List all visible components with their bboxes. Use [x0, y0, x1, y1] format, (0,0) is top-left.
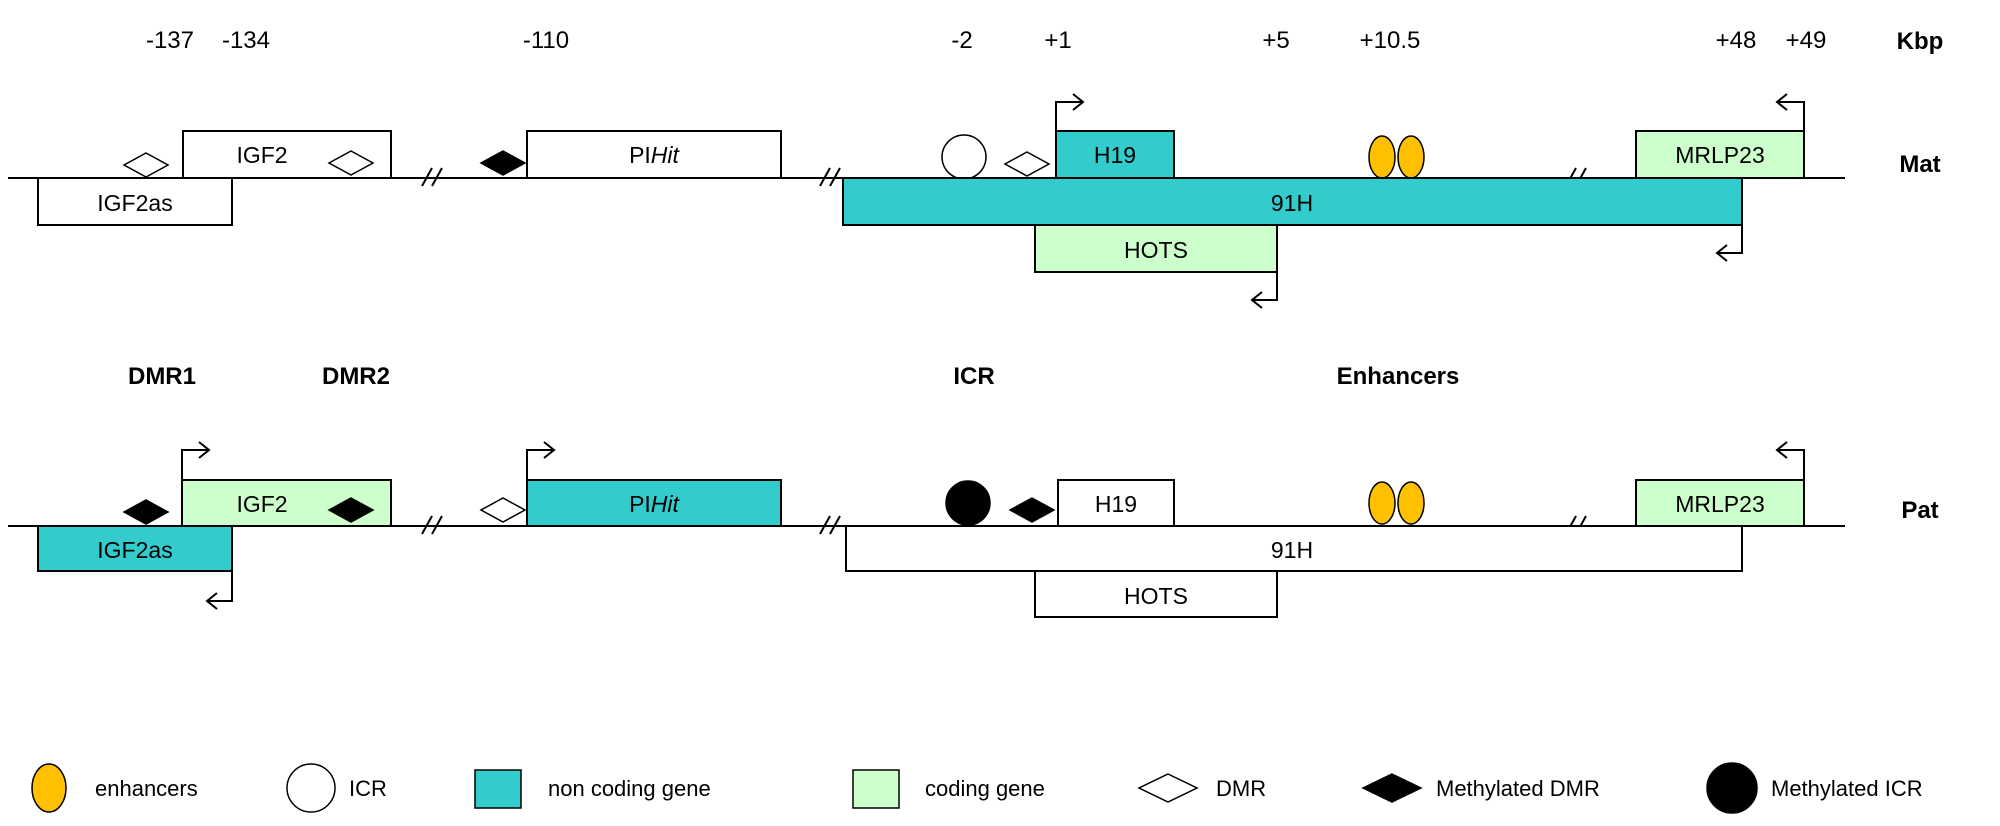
- gene-igf2as: IGF2as: [37, 177, 233, 226]
- gene-pihit: PIHit: [526, 479, 782, 527]
- legend-item-methylated-dmr: Methylated DMR: [1361, 773, 1600, 803]
- tss-arrow-left: [1775, 93, 1805, 131]
- gene-h19: H19: [1057, 479, 1175, 527]
- region-labels: DMR1 DMR2 ICR Enhancers: [128, 363, 1459, 390]
- maternal-row: IGF2 IGF2as PIHit H19: [8, 93, 1941, 309]
- gene-hots: HOTS: [1034, 570, 1278, 618]
- gene-hots-label: HOTS: [1124, 583, 1188, 609]
- methylated-icr-icon: [1706, 762, 1758, 814]
- gene-91h: 91H: [845, 525, 1743, 572]
- unit-label: Kbp: [1897, 28, 1944, 55]
- coord-minus-137: -137: [146, 27, 194, 54]
- legend-item-dmr: DMR: [1137, 773, 1266, 803]
- legend-label-methylated-dmr: Methylated DMR: [1436, 776, 1600, 801]
- methylated-dmr-icon: [1008, 497, 1056, 523]
- gene-mrlp23-label: MRLP23: [1675, 491, 1764, 517]
- break-mark: [819, 515, 841, 535]
- enhancers-pair: [1368, 481, 1425, 525]
- coord-plus-5: +5: [1262, 27, 1289, 54]
- region-enhancers: Enhancers: [1337, 363, 1460, 390]
- legend-label-methylated-icr: Methylated ICR: [1771, 776, 1923, 801]
- enhancer-icon: [1368, 481, 1396, 525]
- tss-arrow-right: [526, 441, 556, 480]
- legend-item-enhancers: enhancers: [31, 763, 198, 813]
- gene-igf2-label: IGF2: [236, 491, 287, 517]
- methylated-dmr-icon: [122, 499, 170, 525]
- gene-pihit: PIHit: [526, 130, 782, 179]
- non-coding-swatch: [474, 769, 522, 809]
- gene-91h-label: 91H: [1271, 537, 1313, 563]
- icr-icon: [941, 134, 987, 180]
- gene-pihit-label: PIHit: [629, 142, 680, 168]
- gene-pihit-label: PIHit: [629, 491, 680, 517]
- methylated-icr-icon: [945, 480, 991, 526]
- dmr-icon: [122, 152, 170, 178]
- region-dmr2: DMR2: [322, 363, 390, 390]
- methylated-dmr-icon: [479, 150, 527, 176]
- enhancer-icon: [31, 763, 67, 813]
- gene-hots: HOTS: [1034, 224, 1278, 273]
- gene-igf2as-label: IGF2as: [97, 537, 172, 563]
- enhancer-icon: [1368, 135, 1396, 179]
- gene-igf2-label: IGF2: [236, 142, 287, 168]
- icr-icon: [286, 763, 336, 813]
- break-mark: [421, 515, 443, 535]
- enhancer-icon: [1397, 481, 1425, 525]
- methylated-dmr-icon: [327, 497, 375, 523]
- break-mark: [819, 167, 841, 187]
- gene-91h-label: 91H: [1271, 190, 1313, 216]
- gene-mrlp23: MRLP23: [1635, 130, 1805, 179]
- gene-mrlp23-label: MRLP23: [1675, 142, 1764, 168]
- legend-label-enhancers: enhancers: [95, 776, 198, 801]
- coord-plus-48: +48: [1716, 27, 1757, 54]
- region-dmr1: DMR1: [128, 363, 196, 390]
- legend-label-non-coding: non coding gene: [548, 776, 711, 801]
- legend: enhancers ICR non coding gene coding gen…: [31, 762, 1923, 814]
- gene-igf2as: IGF2as: [37, 525, 233, 572]
- dmr-icon: [1137, 773, 1199, 803]
- coord-plus-1: +1: [1044, 27, 1071, 54]
- gene-h19: H19: [1055, 130, 1175, 179]
- coord-plus-49: +49: [1786, 27, 1827, 54]
- legend-label-coding: coding gene: [925, 776, 1045, 801]
- row-label-pat: Pat: [1901, 497, 1938, 524]
- row-label-mat: Mat: [1899, 151, 1940, 178]
- break-mark: [421, 167, 443, 187]
- coord-minus-110: -110: [523, 27, 569, 54]
- tss-arrow-left: [205, 571, 233, 610]
- tss-arrow-right: [181, 441, 211, 480]
- tss-arrow-right: [1055, 93, 1085, 131]
- legend-label-dmr: DMR: [1216, 776, 1266, 801]
- coordinate-labels: -137 -134 -110 -2 +1 +5 +10.5 +48 +49 Kb…: [146, 27, 1943, 55]
- tss-arrow-left: [1715, 225, 1743, 262]
- gene-h19-label: H19: [1094, 142, 1136, 168]
- tss-arrow-left: [1775, 441, 1805, 480]
- gene-hots-label: HOTS: [1124, 237, 1188, 263]
- region-icr: ICR: [953, 363, 994, 390]
- gene-mrlp23: MRLP23: [1635, 479, 1805, 527]
- enhancer-icon: [1397, 135, 1425, 179]
- dmr-icon: [1003, 151, 1051, 177]
- methylated-dmr-icon: [1361, 773, 1423, 803]
- enhancers-pair: [1368, 135, 1425, 179]
- dmr-icon: [479, 497, 527, 523]
- legend-item-coding: coding gene: [852, 769, 1045, 809]
- gene-91h: 91H: [842, 177, 1743, 226]
- dmr-icon: [327, 150, 375, 176]
- coding-swatch: [852, 769, 900, 809]
- paternal-row: IGF2 IGF2as PIHit H19: [8, 441, 1939, 618]
- legend-item-methylated-icr: Methylated ICR: [1706, 762, 1923, 814]
- gene-h19-label: H19: [1095, 491, 1137, 517]
- coord-minus-134: -134: [222, 27, 270, 54]
- coord-minus-2: -2: [951, 27, 972, 54]
- tss-arrow-left: [1250, 272, 1278, 309]
- legend-item-icr: ICR: [286, 763, 387, 813]
- legend-label-icr: ICR: [349, 776, 387, 801]
- legend-item-non-coding: non coding gene: [474, 769, 711, 809]
- gene-igf2as-label: IGF2as: [97, 190, 172, 216]
- coord-plus-10-5: +10.5: [1360, 27, 1421, 54]
